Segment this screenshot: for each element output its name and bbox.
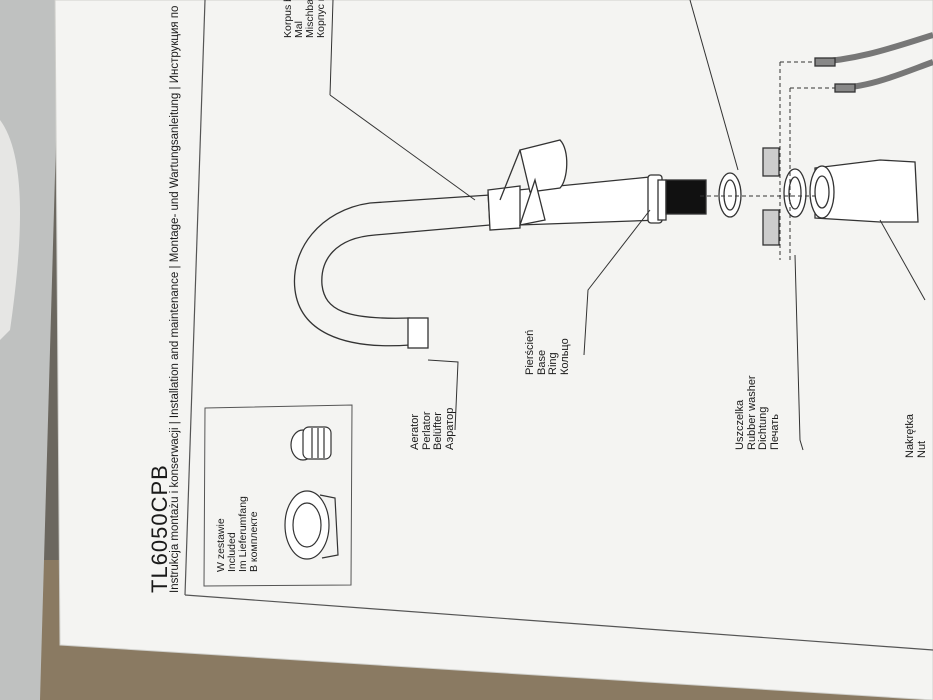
base-label-de: Ring xyxy=(547,352,560,375)
document-subtitle: Instrukcja montażu i konserwacji | Insta… xyxy=(169,5,181,593)
washer-label-ru: Печать xyxy=(768,413,781,450)
washer-label-pl: Uszczelka xyxy=(734,399,746,450)
faucet-drawing xyxy=(293,32,933,349)
base-label-ru: Кольцо xyxy=(558,338,571,375)
nut-label-en: Nut xyxy=(915,440,928,458)
body-label-ru: Корпус крана-сме xyxy=(315,0,327,38)
included-aerator-drawing xyxy=(290,426,332,461)
aerator-label-pl: Aerator xyxy=(409,413,421,450)
model-title: TL6050CPB xyxy=(147,464,172,593)
nut-label-pl: Nakrętka xyxy=(904,413,916,458)
body-label: Korpus b Mal Mischbatterieg Корпус крана… xyxy=(282,0,327,38)
washer-label: Uszczelka Rubber washer Dichtung Печать xyxy=(734,375,781,450)
washer-label-de: Dichtung xyxy=(757,406,770,450)
included-ring-drawing xyxy=(284,490,339,560)
aerator-label: Aerator Perlator Belüfter Аэратор xyxy=(409,407,456,450)
base-label-pl: Pierścień xyxy=(524,329,536,375)
base-label: Pierścień Base Ring Кольцо xyxy=(524,329,571,375)
center-lines xyxy=(700,61,835,260)
instruction-sheet xyxy=(55,0,933,700)
leader-lines xyxy=(329,0,926,451)
aerator-label-ru: Аэратор xyxy=(443,407,456,450)
included-label-ru: В комплекте xyxy=(248,511,261,572)
aerator-label-de: Belüfter xyxy=(432,412,445,450)
included-label: W zestawie Included Im Lieferumfang В ко… xyxy=(215,496,261,572)
nut-label: Nakrętka Nut xyxy=(904,413,928,458)
included-box xyxy=(203,404,353,587)
